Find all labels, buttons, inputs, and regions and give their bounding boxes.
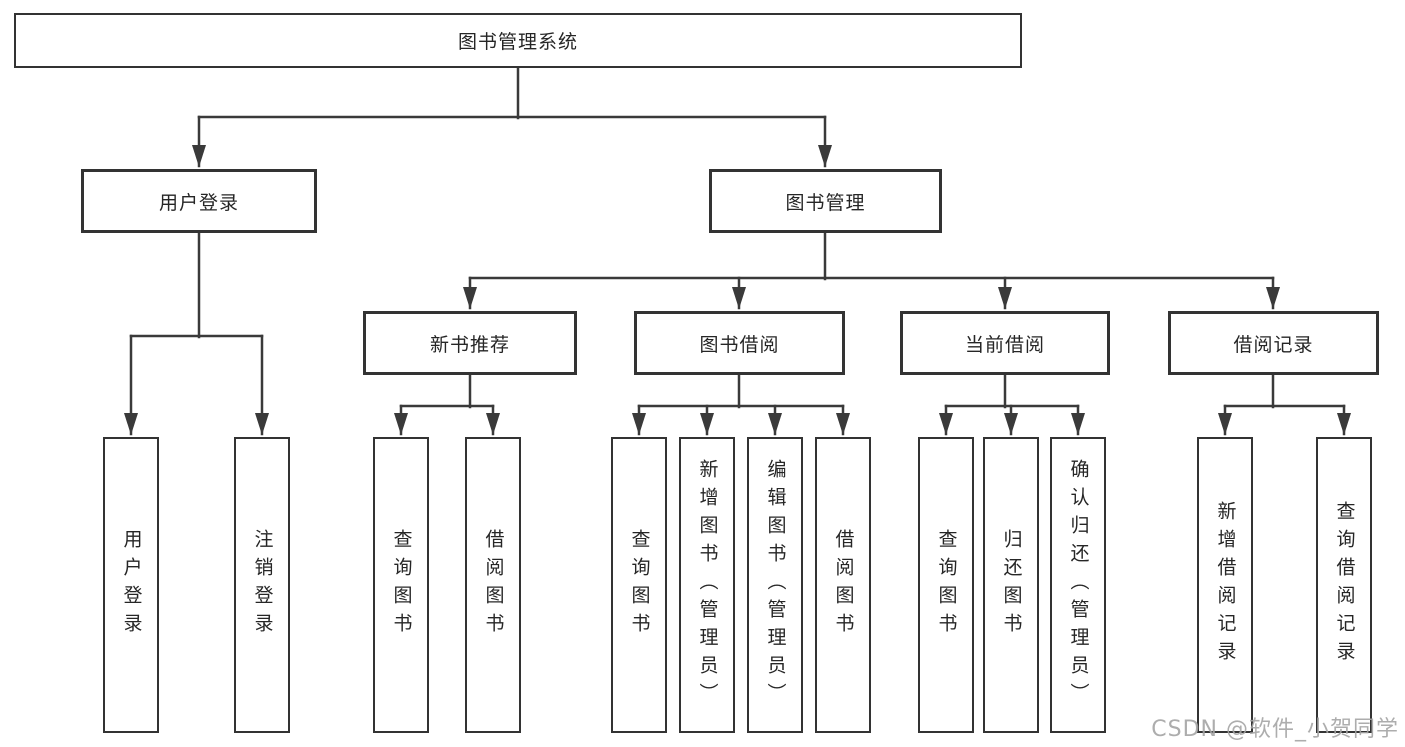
leaf-records-add-borrow-record: 新增借阅记录 — [1197, 437, 1253, 733]
node-label: 借阅图书 — [482, 529, 505, 641]
leaf-recommend-query-books: 查询图书 — [373, 437, 429, 733]
leaf-logout-login: 注销登录 — [234, 437, 290, 733]
leaf-records-query-borrow-record: 查询借阅记录 — [1316, 437, 1372, 733]
node-label: 当前借阅 — [964, 333, 1045, 356]
node-borrowing-records: 借阅记录 — [1168, 311, 1379, 375]
node-label: 借阅图书 — [832, 529, 855, 641]
csdn-watermark: CSDN @软件_小贺同学 — [1151, 717, 1399, 742]
node-new-book-recommendation: 新书推荐 — [363, 311, 577, 375]
node-label: 编辑图书（管理员） — [764, 459, 787, 711]
node-library-management-system: 图书管理系统 — [14, 13, 1022, 68]
leaf-borrowing-query-books: 查询图书 — [611, 437, 667, 733]
node-label: 用户登录 — [120, 529, 143, 641]
node-label: 查询图书 — [935, 529, 958, 641]
leaf-user-login: 用户登录 — [103, 437, 159, 733]
node-label: 查询借阅记录 — [1333, 501, 1356, 669]
node-label: 图书管理系统 — [457, 31, 578, 53]
leaf-recommend-borrow-books: 借阅图书 — [465, 437, 521, 733]
node-label: 新增借阅记录 — [1214, 501, 1237, 669]
leaf-current-confirm-return-admin: 确认归还（管理员） — [1050, 437, 1106, 733]
node-label: 注销登录 — [251, 529, 274, 641]
leaf-current-query-books: 查询图书 — [918, 437, 974, 733]
node-book-management: 图书管理 — [709, 169, 942, 233]
leaf-borrowing-add-books-admin: 新增图书（管理员） — [679, 437, 735, 733]
node-label: 查询图书 — [390, 529, 413, 641]
node-label: 查询图书 — [628, 529, 651, 641]
leaf-borrowing-edit-books-admin: 编辑图书（管理员） — [747, 437, 803, 733]
node-label: 归还图书 — [1000, 529, 1023, 641]
node-user-login: 用户登录 — [81, 169, 317, 233]
node-current-borrowing: 当前借阅 — [900, 311, 1110, 375]
node-label: 借阅记录 — [1233, 333, 1314, 356]
node-label: 图书借阅 — [699, 333, 780, 356]
node-label: 新增图书（管理员） — [696, 459, 719, 711]
node-book-borrowing: 图书借阅 — [634, 311, 845, 375]
leaf-current-return-books: 归还图书 — [983, 437, 1039, 733]
node-label: 确认归还（管理员） — [1067, 459, 1090, 711]
node-label: 新书推荐 — [429, 333, 510, 356]
leaf-borrowing-borrow-books: 借阅图书 — [815, 437, 871, 733]
node-label: 用户登录 — [158, 191, 239, 214]
node-label: 图书管理 — [785, 191, 866, 214]
